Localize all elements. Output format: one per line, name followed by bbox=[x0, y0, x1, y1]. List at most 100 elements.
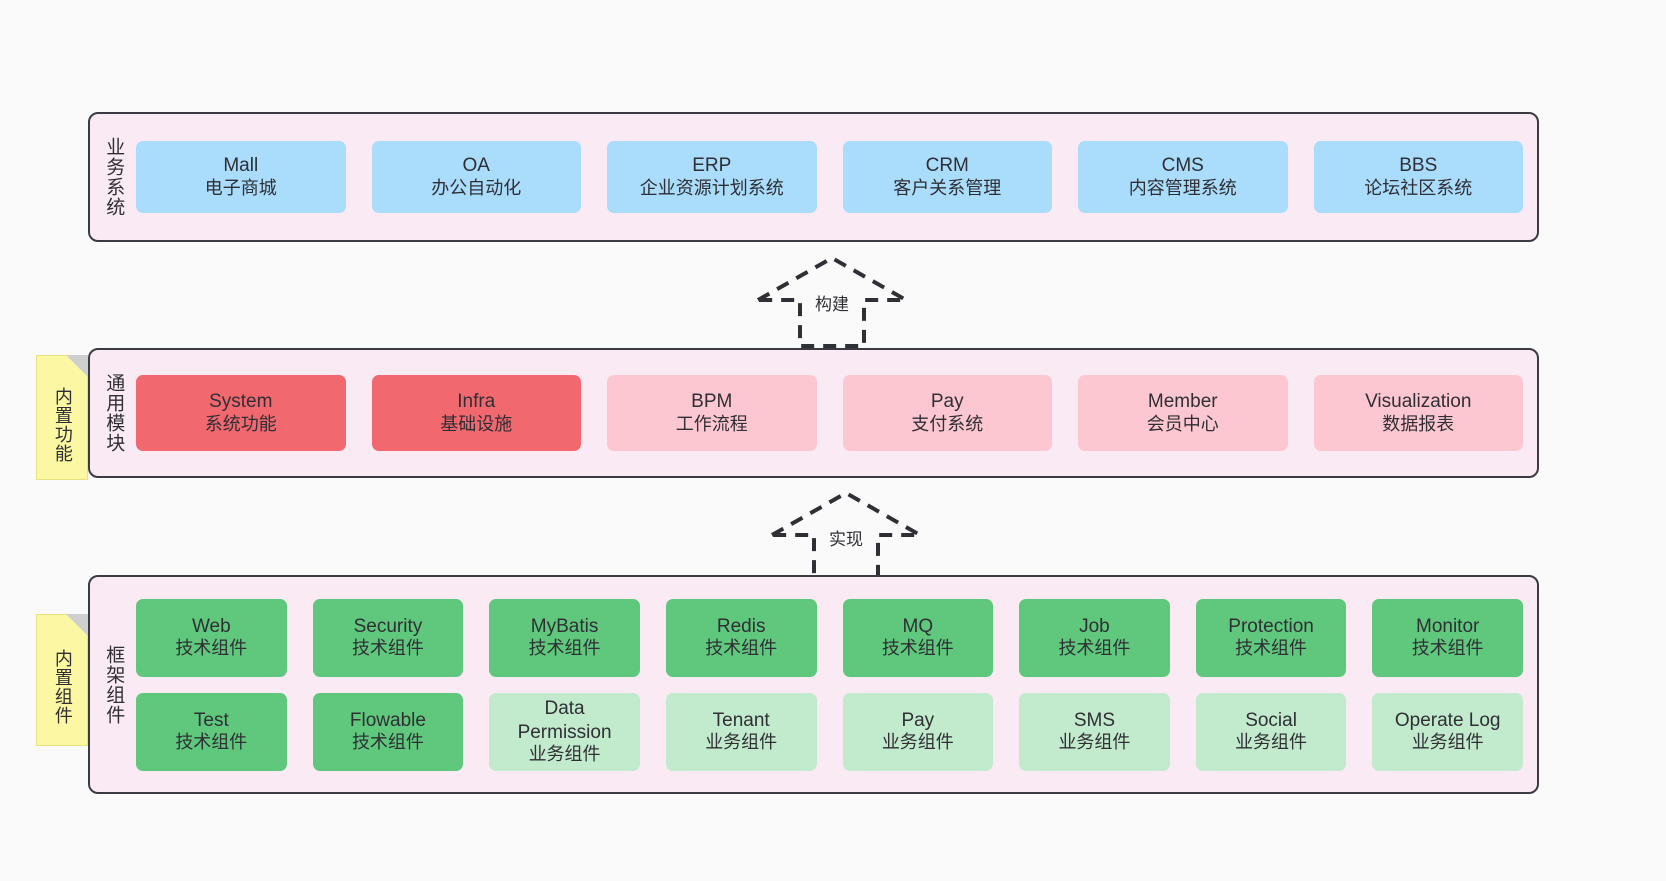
card-subtitle: 技术组件 bbox=[351, 638, 424, 659]
card-title: Infra bbox=[457, 391, 496, 413]
card-title: Visualization bbox=[1365, 391, 1472, 413]
card-subtitle: 业务组件 bbox=[881, 732, 954, 753]
card-security[interactable]: Security 技术组件 bbox=[312, 598, 464, 677]
card-title: OA bbox=[462, 155, 490, 177]
card-tenant[interactable]: Tenant 业务组件 bbox=[665, 692, 817, 771]
card-subtitle: 技术组件 bbox=[1411, 638, 1484, 659]
card-title: Pay bbox=[901, 709, 935, 731]
card-subtitle: 技术组件 bbox=[1235, 638, 1308, 659]
card-web[interactable]: Web 技术组件 bbox=[136, 598, 287, 677]
card-operate-log[interactable]: Operate Log 业务组件 bbox=[1372, 692, 1523, 771]
card-title: BBS bbox=[1399, 155, 1438, 177]
card-social[interactable]: Social 业务组件 bbox=[1195, 692, 1347, 771]
note-label: 内置组件 bbox=[52, 649, 73, 725]
card-subtitle: 工作流程 bbox=[675, 413, 748, 434]
card-title: Member bbox=[1147, 391, 1218, 413]
card-pay-business[interactable]: Pay 业务组件 bbox=[842, 692, 994, 771]
card-subtitle: 业务组件 bbox=[1235, 732, 1308, 753]
card-subtitle: 会员中心 bbox=[1146, 413, 1219, 434]
card-title: Data Permission bbox=[517, 698, 612, 743]
connector-label: 构建 bbox=[815, 295, 849, 314]
card-subtitle: 技术组件 bbox=[1058, 638, 1131, 659]
card-mq[interactable]: MQ 技术组件 bbox=[842, 598, 994, 677]
connector-build: 构建 bbox=[752, 252, 912, 352]
card-subtitle: 技术组件 bbox=[351, 732, 424, 753]
card-title: Tenant bbox=[712, 709, 770, 731]
note-builtin-functions: 内置功能 bbox=[36, 355, 88, 480]
card-bbs[interactable]: BBS 论坛社区系统 bbox=[1313, 141, 1523, 213]
card-subtitle: 技术组件 bbox=[528, 638, 601, 659]
card-subtitle: 办公自动化 bbox=[431, 177, 522, 198]
card-subtitle: 技术组件 bbox=[705, 638, 778, 659]
card-erp[interactable]: ERP 企业资源计划系统 bbox=[607, 141, 817, 213]
card-title: Redis bbox=[716, 615, 766, 637]
card-subtitle: 业务组件 bbox=[705, 732, 778, 753]
layer-title-framework-components: 框架组件 bbox=[103, 644, 125, 725]
card-member[interactable]: Member 会员中心 bbox=[1078, 375, 1288, 451]
card-title: Mall bbox=[223, 155, 259, 177]
card-infra[interactable]: Infra 基础设施 bbox=[371, 375, 581, 451]
card-title: Protection bbox=[1228, 615, 1314, 637]
note-label: 内置功能 bbox=[52, 386, 73, 463]
card-subtitle: 业务组件 bbox=[1411, 732, 1484, 753]
card-title: Flowable bbox=[349, 709, 426, 731]
card-title: System bbox=[209, 391, 273, 413]
card-title: Social bbox=[1245, 709, 1297, 731]
card-title: MQ bbox=[902, 615, 934, 637]
card-row: Mall 电子商城 OA 办公自动化 ERP 企业资源计划系统 CRM 客户关系… bbox=[136, 141, 1523, 213]
card-subtitle: 支付系统 bbox=[911, 413, 984, 434]
card-title: Test bbox=[193, 709, 229, 731]
card-subtitle: 客户关系管理 bbox=[893, 177, 1002, 198]
card-subtitle: 数据报表 bbox=[1382, 413, 1455, 434]
layer-body-business-systems: Mall 电子商城 OA 办公自动化 ERP 企业资源计划系统 CRM 客户关系… bbox=[136, 114, 1537, 240]
card-title: BPM bbox=[691, 391, 733, 413]
card-subtitle: 电子商城 bbox=[204, 177, 277, 198]
card-redis[interactable]: Redis 技术组件 bbox=[665, 598, 817, 677]
card-data-permission[interactable]: Data Permission 业务组件 bbox=[489, 692, 640, 771]
card-mybatis[interactable]: MyBatis 技术组件 bbox=[489, 598, 640, 677]
card-cms[interactable]: CMS 内容管理系统 bbox=[1078, 141, 1288, 213]
card-job[interactable]: Job 技术组件 bbox=[1019, 598, 1170, 677]
card-title: ERP bbox=[692, 155, 732, 177]
layer-title-common-modules: 通用模块 bbox=[103, 373, 125, 453]
card-mall[interactable]: Mall 电子商城 bbox=[136, 141, 346, 213]
card-subtitle: 业务组件 bbox=[528, 743, 601, 764]
card-oa[interactable]: OA 办公自动化 bbox=[371, 141, 581, 213]
card-subtitle: 技术组件 bbox=[175, 732, 248, 753]
layer-common-modules: 通用模块 System 系统功能 Infra 基础设施 BPM 工作流程 Pay… bbox=[88, 348, 1539, 478]
card-crm[interactable]: CRM 客户关系管理 bbox=[842, 141, 1052, 213]
dashed-hollow-arrow-up-icon bbox=[752, 255, 912, 348]
card-title: CRM bbox=[925, 155, 969, 177]
card-title: Web bbox=[191, 615, 231, 637]
card-sms[interactable]: SMS 业务组件 bbox=[1019, 692, 1170, 771]
layer-framework-components: 框架组件 Web 技术组件 Security 技术组件 MyBatis 技术组件… bbox=[88, 575, 1539, 794]
card-pay[interactable]: Pay 支付系统 bbox=[842, 375, 1052, 451]
card-bpm[interactable]: BPM 工作流程 bbox=[607, 375, 817, 451]
card-row: Test 技术组件 Flowable 技术组件 Data Permission … bbox=[136, 692, 1523, 771]
card-title: CMS bbox=[1161, 155, 1204, 177]
card-title: Job bbox=[1079, 615, 1110, 637]
card-flowable[interactable]: Flowable 技术组件 bbox=[312, 692, 464, 771]
card-protection[interactable]: Protection 技术组件 bbox=[1195, 598, 1347, 677]
card-subtitle: 论坛社区系统 bbox=[1364, 177, 1473, 198]
card-title: Pay bbox=[930, 391, 964, 413]
card-test[interactable]: Test 技术组件 bbox=[136, 692, 287, 771]
card-subtitle: 基础设施 bbox=[440, 413, 513, 434]
card-title: MyBatis bbox=[530, 615, 599, 637]
card-title: Monitor bbox=[1416, 615, 1480, 637]
card-subtitle: 内容管理系统 bbox=[1128, 177, 1237, 198]
card-visualization[interactable]: Visualization 数据报表 bbox=[1313, 375, 1523, 451]
dashed-hollow-arrow-up-icon bbox=[766, 490, 926, 583]
card-subtitle: 企业资源计划系统 bbox=[639, 177, 784, 198]
card-subtitle: 系统功能 bbox=[204, 413, 277, 434]
card-title: Operate Log bbox=[1394, 709, 1501, 731]
card-row: System 系统功能 Infra 基础设施 BPM 工作流程 Pay 支付系统… bbox=[136, 375, 1523, 451]
connector-implement: 实现 bbox=[766, 487, 926, 587]
card-system[interactable]: System 系统功能 bbox=[136, 375, 346, 451]
card-monitor[interactable]: Monitor 技术组件 bbox=[1372, 598, 1523, 677]
note-builtin-components: 内置组件 bbox=[36, 614, 88, 746]
card-subtitle: 技术组件 bbox=[175, 638, 248, 659]
layer-business-systems: 业务系统 Mall 电子商城 OA 办公自动化 ERP 企业资源计划系统 CRM… bbox=[88, 112, 1539, 242]
layer-body-framework-components: Web 技术组件 Security 技术组件 MyBatis 技术组件 Redi… bbox=[136, 577, 1537, 792]
